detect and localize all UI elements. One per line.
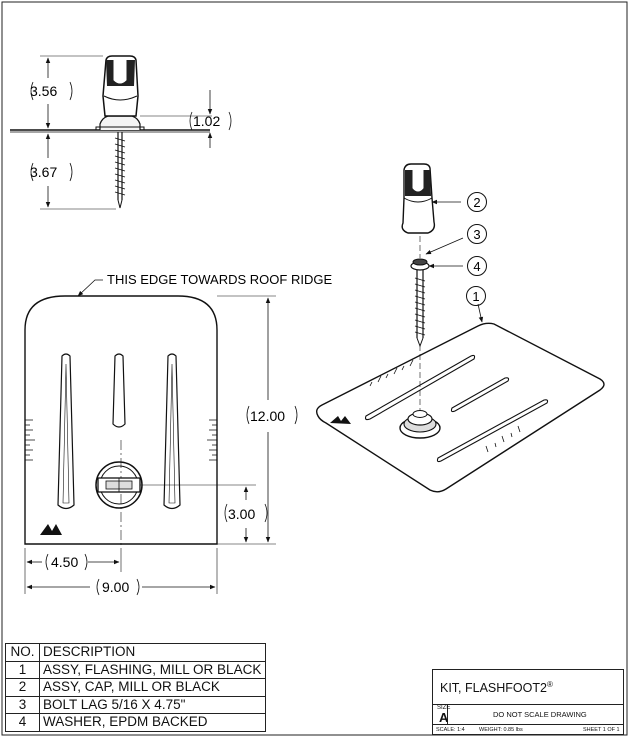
dim-width: 9.00 (102, 579, 129, 595)
bom-item-description: ASSY, FLASHING, MILL OR BLACK (39, 660, 266, 679)
bom-item-description: BOLT LAG 5/16 X 4.75" (39, 695, 266, 714)
dim-half-width: 4.50 (51, 554, 78, 570)
weight-text: WEIGHT: 0.85 lbs (479, 727, 523, 733)
title-block-row (433, 704, 623, 725)
bom-item-no: 2 (5, 678, 40, 697)
dim-parens-top (45, 405, 298, 596)
dim-bolt-offset: 3.00 (228, 506, 255, 522)
bom-row: 3 BOLT LAG 5/16 X 4.75" (5, 695, 266, 714)
drawing-title-text: KIT, FLASHFOOT2 (440, 681, 547, 696)
bom-item-no: 4 (5, 713, 40, 732)
balloon-1: 1 (472, 289, 479, 304)
dim-flashing-length: 12.00 (250, 408, 285, 424)
bom-row: 2 ASSY, CAP, MILL OR BLACK (5, 678, 266, 697)
top-view (24, 279, 276, 594)
drawing-title: KIT, FLASHFOOT2® (440, 680, 553, 695)
side-view (10, 55, 213, 210)
bom-row: 4 WASHER, EPDM BACKED (5, 713, 266, 732)
title-block-footer: SCALE: 1:4 WEIGHT: 0.85 lbs SHEET 1 OF 1 (433, 724, 623, 736)
scale-note: DO NOT SCALE DRAWING (493, 710, 587, 719)
dim-base-height: 1.02 (193, 113, 220, 129)
bom-item-description: ASSY, CAP, MILL OR BLACK (39, 678, 266, 697)
balloon-3: 3 (473, 227, 480, 242)
size-value: A (439, 710, 449, 725)
dim-cap-height: 3.56 (30, 83, 57, 99)
title-block: KIT, FLASHFOOT2® SIZE A DO NOT SCALE DRA… (432, 669, 624, 735)
balloon-4: 4 (473, 259, 480, 274)
registered-mark: ® (546, 680, 553, 689)
bom-item-description: WASHER, EPDM BACKED (39, 713, 266, 732)
isometric-view (315, 163, 605, 493)
balloon-2: 2 (473, 195, 480, 210)
bom-item-no: 1 (5, 660, 40, 679)
dim-parens-side (30, 81, 232, 182)
bom-item-no: 3 (5, 695, 40, 714)
sheet-text: SHEET 1 OF 1 (583, 727, 620, 733)
bom-header-row: NO. DESCRIPTION (5, 643, 266, 662)
bom-row: 1 ASSY, FLASHING, MILL OR BLACK (5, 660, 266, 679)
bom-header-description: DESCRIPTION (39, 643, 266, 662)
dim-lag-length: 3.67 (30, 164, 57, 180)
size-caption: SIZE (437, 705, 451, 711)
bom-header-no: NO. (5, 643, 40, 662)
ridge-edge-note: THIS EDGE TOWARDS ROOF RIDGE (107, 272, 332, 287)
scale-text: SCALE: 1:4 (436, 727, 465, 733)
bill-of-materials: NO. DESCRIPTION 1 ASSY, FLASHING, MILL O… (5, 643, 266, 732)
size-box (433, 704, 448, 724)
